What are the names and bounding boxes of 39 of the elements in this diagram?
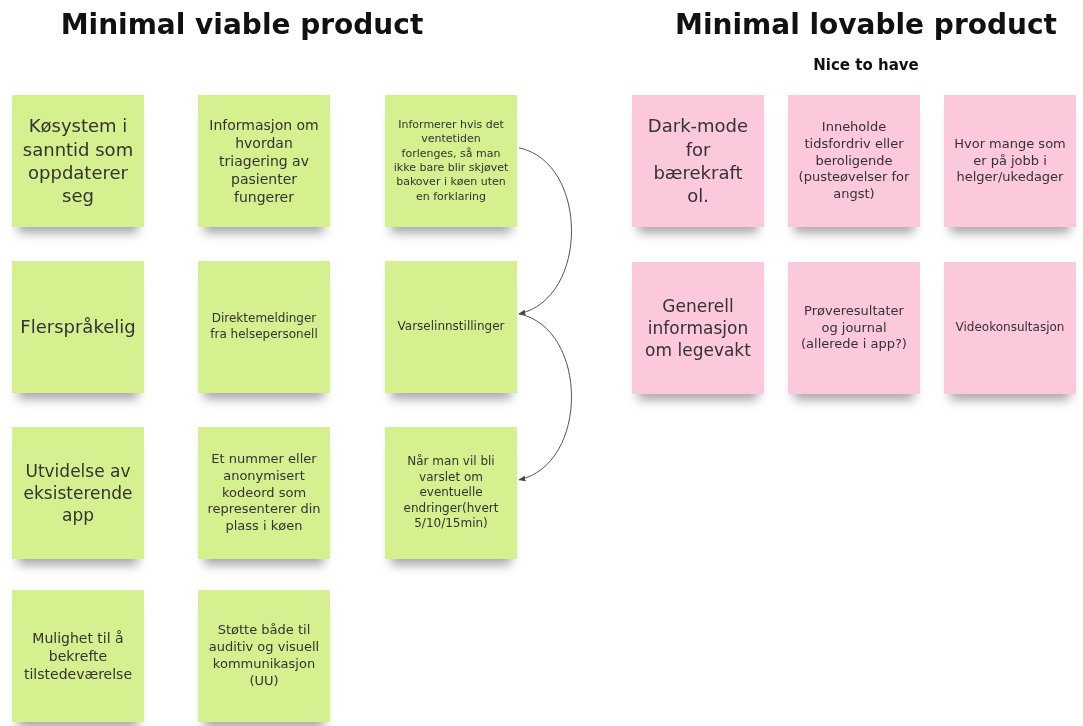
note-text: Prøveresultater og journal (allerede i app?) [800, 302, 908, 354]
note-text: Et nummer eller anonymisert kodeord som representerer din plass i køen [206, 450, 322, 536]
sticky-note [12, 95, 144, 227]
note-text: Direktemeldinger fra helsepersonell [209, 311, 319, 343]
sticky-note [385, 95, 517, 227]
sticky-note [12, 427, 144, 559]
note-text: Støtte både til auditiv og visuell kommunikasjon (UU) [207, 622, 321, 690]
note-text: Hvor mange som er på jobb i helger/ukedager [953, 135, 1067, 187]
note-text: Informerer hvis det ventetiden forlenges, så man ikke bare blir skjøvet bakover i køen uten en forklaring [393, 118, 509, 204]
sticky-note [198, 95, 330, 227]
sticky-note [385, 427, 517, 559]
sticky-note [788, 262, 920, 394]
sticky-note [198, 590, 330, 722]
curved-arrow [518, 147, 572, 315]
note-text: Videokonsultasjon [955, 320, 1065, 336]
subheading: Nice to have [812, 56, 920, 74]
sticky-note [944, 262, 1076, 394]
note-text: Utvidelse av eksisterende app [22, 459, 134, 527]
section-heading: Minimal viable product [59, 8, 425, 41]
sticky-note [198, 427, 330, 559]
section-heading: Minimal lovable product [674, 8, 1058, 41]
note-text: Dark-mode for bærekraft ol. [646, 114, 750, 208]
note-text: Generell informasjon om legevakt [644, 294, 752, 362]
sticky-note [385, 261, 517, 393]
note-text: Flerspråkelig [20, 315, 136, 339]
note-text: Inneholde tidsfordriv eller beroligende (pusteøvelser for angst) [797, 118, 911, 204]
note-text: Informasjon om hvordan triagering av pasienter fungerer [208, 115, 320, 207]
sticky-note [632, 262, 764, 394]
curved-arrow [518, 313, 572, 481]
sticky-note [788, 95, 920, 227]
note-text: Varselinnstillinger [397, 319, 505, 335]
note-text: Køsystem i sanntid som oppdaterer seg [21, 114, 135, 208]
note-text: Mulighet til å bekrefte tilstedeværelse [22, 628, 134, 684]
sticky-note [632, 95, 764, 227]
note-text: Når man vil bli varslet om eventuelle endringer(hvert 5/10/15min) [402, 454, 500, 532]
sticky-note [12, 590, 144, 722]
sticky-note [198, 261, 330, 393]
sticky-note [944, 95, 1076, 227]
sticky-note [12, 261, 144, 393]
